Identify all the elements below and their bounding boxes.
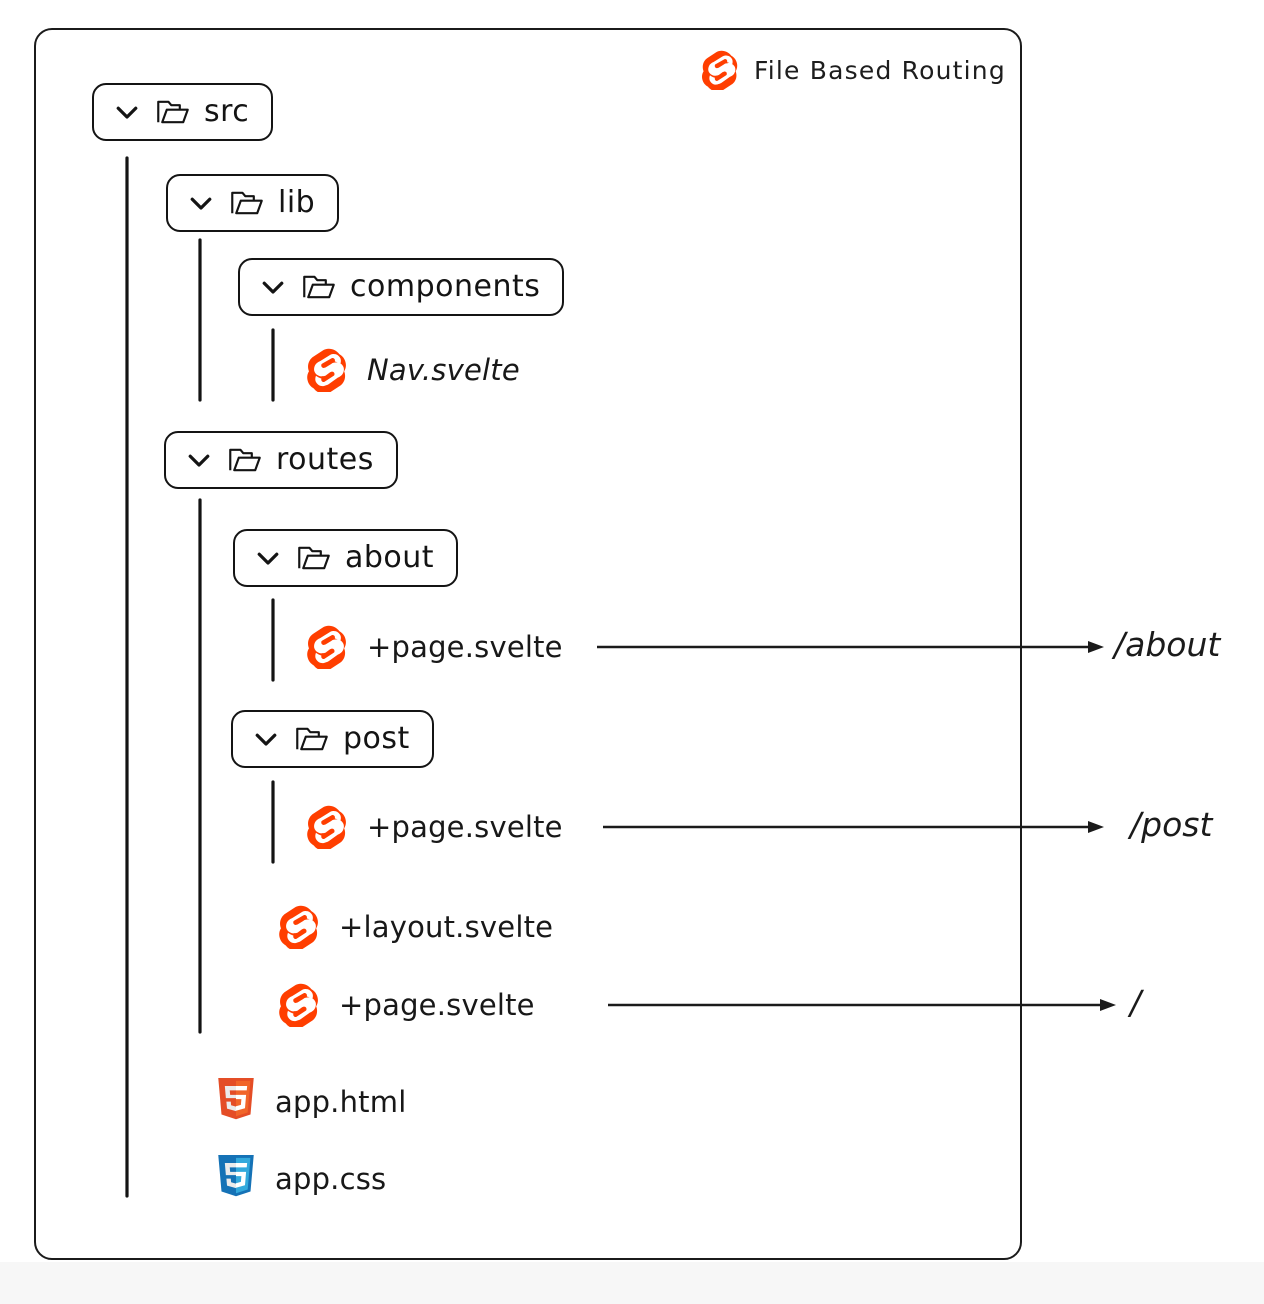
chevron-down-icon — [257, 552, 279, 565]
diagram-title: File Based Routing — [700, 50, 1006, 90]
tree-node-root-layout-svelte[interactable]: +layout.svelte — [277, 905, 553, 949]
tree-node-post[interactable]: post — [231, 710, 434, 768]
tree-node-nav-svelte[interactable]: Nav.svelte — [305, 348, 520, 392]
chevron-down-icon — [116, 106, 138, 119]
folder-open-icon — [157, 100, 189, 124]
chevron-down-icon — [255, 733, 277, 746]
folder-open-icon — [303, 275, 335, 299]
tree-node-label: app.css — [275, 1161, 387, 1196]
tree-node-label: src — [204, 94, 250, 129]
folder-open-icon — [229, 448, 261, 472]
tree-node-lib[interactable]: lib — [166, 174, 340, 232]
folder-open-icon — [296, 727, 328, 751]
tree-node-label: Nav.svelte — [367, 352, 520, 387]
svelte-file-icon — [307, 348, 346, 392]
svelte-file-icon — [279, 983, 318, 1027]
tree-node-label: +page.svelte — [339, 987, 535, 1022]
tree-node-src[interactable]: src — [92, 83, 274, 141]
tree-node-app-html[interactable]: app.html — [215, 1078, 406, 1126]
svelte-file-icon — [279, 905, 318, 949]
tree-node-label: +page.svelte — [367, 629, 563, 664]
tree-node-label: post — [343, 721, 410, 756]
tree-node-label: +page.svelte — [367, 809, 563, 844]
chevron-down-icon — [262, 281, 284, 294]
route-label-root: / — [1130, 983, 1142, 1022]
route-label-post: /post — [1130, 805, 1213, 844]
tree-node-label: components — [350, 269, 541, 304]
svelte-file-icon — [307, 805, 346, 849]
page-background-strip — [0, 1262, 1264, 1304]
tree-node-components[interactable]: components — [238, 258, 565, 316]
tree-node-about[interactable]: about — [233, 529, 459, 587]
tree-node-about-page-svelte[interactable]: +page.svelte — [305, 625, 563, 669]
route-label-about: /about — [1114, 625, 1221, 664]
chevron-down-icon — [190, 197, 212, 210]
tree-node-app-css[interactable]: app.css — [215, 1155, 386, 1203]
folder-open-icon — [231, 191, 263, 215]
diagram-title-text: File Based Routing — [754, 55, 1006, 85]
tree-node-label: app.html — [275, 1084, 407, 1119]
tree-node-label: +layout.svelte — [339, 909, 554, 944]
chevron-down-icon — [188, 454, 210, 467]
tree-node-routes[interactable]: routes — [164, 431, 398, 489]
tree-node-post-page-svelte[interactable]: +page.svelte — [305, 805, 563, 849]
tree-node-label: routes — [276, 442, 374, 477]
tree-node-label: lib — [278, 185, 316, 220]
folder-open-icon — [298, 546, 330, 570]
svelte-logo-icon — [702, 50, 738, 90]
css3-file-icon — [218, 1155, 254, 1197]
tree-node-label: about — [345, 540, 435, 575]
html5-file-icon — [218, 1078, 254, 1120]
svelte-file-icon — [307, 625, 346, 669]
tree-node-root-page-svelte[interactable]: +page.svelte — [277, 983, 535, 1027]
